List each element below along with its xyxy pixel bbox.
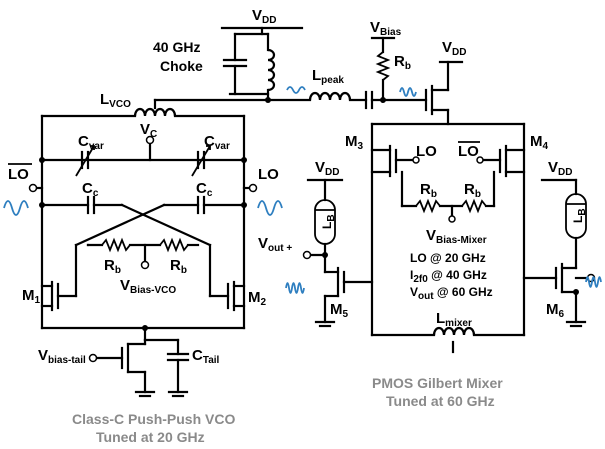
rb-top-label: Rb — [394, 53, 411, 72]
output-buffer-left — [302, 178, 374, 328]
m6-label: M6 — [546, 301, 565, 320]
vbias-top-label: VBias — [370, 19, 402, 38]
vco-top-rail — [153, 98, 312, 110]
vc-label: VC — [140, 121, 157, 140]
output-buffer-right — [522, 178, 596, 328]
waveform-lo-left — [3, 200, 29, 216]
m5-label: M5 — [330, 301, 349, 320]
waveform-m-bias — [399, 87, 417, 97]
rb-mixer-right-label: Rb — [464, 181, 481, 200]
rb-vco-left-label: Rb — [104, 257, 121, 276]
lo-m3-label: LO — [416, 143, 437, 160]
waveform-m6-out — [585, 276, 602, 288]
vco-tank — [28, 107, 258, 398]
mixer-caption-line1: PMOS Gilbert Mixer — [372, 375, 503, 391]
waveform-lo-right — [257, 200, 283, 216]
mixer-tail-pmos — [424, 60, 464, 126]
cc-left-label: Cc — [82, 180, 99, 199]
rb-mixer-left-label: Rb — [420, 181, 437, 200]
lpeak-inductor — [308, 90, 428, 110]
cvar-right-label: Cvar — [204, 133, 230, 152]
lmixer-label: Lmixer — [436, 310, 472, 329]
vdd-mixer-label: VDD — [442, 39, 466, 58]
vco-caption-line1: Class-C Push-Push VCO — [72, 411, 235, 427]
lvco-label: LVCO — [100, 91, 131, 110]
choke-label-line1: 40 GHz — [153, 39, 200, 55]
m3-label: M3 — [345, 133, 364, 152]
vdd-choke-network — [220, 26, 304, 103]
vdd-right-buffer-label: VDD — [548, 159, 572, 178]
rb-vco-right-label: Rb — [170, 257, 187, 276]
freq-vout-label: Vout @ 60 GHz — [410, 285, 493, 302]
mixer-caption-line2: Tuned at 60 GHz — [386, 393, 495, 409]
vbias-vco-label: VBias-VCO — [120, 277, 176, 296]
lo-bar-m4-label: LO — [458, 141, 480, 160]
lb-right-label: LB — [571, 208, 588, 223]
svg-text:LO: LO — [458, 143, 479, 160]
waveform-vout — [285, 282, 305, 294]
choke-label-line2: Choke — [160, 58, 203, 74]
lo-right-label: LO — [258, 166, 279, 183]
cvar-left-label: Cvar — [78, 133, 104, 152]
vbias-top-resistor — [370, 36, 396, 103]
ctail-label: CTail — [192, 347, 220, 366]
vbias-mixer-label: VBias-Mixer — [426, 227, 487, 246]
vout-plus-label: Vout + — [258, 235, 292, 254]
waveform-lpeak — [286, 86, 306, 94]
lo-bar-left-label: LO — [8, 163, 32, 183]
cc-right-label: Cc — [196, 180, 213, 199]
freq-i2f0-label: I2f0 @ 40 GHz — [410, 268, 487, 285]
vbias-tail-label: Vbias-tail — [38, 347, 86, 366]
m4-label: M4 — [530, 133, 549, 152]
freq-lo-label: LO @ 20 GHz — [410, 251, 486, 265]
m2-label: M2 — [248, 289, 267, 308]
lb-left-label: LB — [320, 214, 337, 229]
vdd-top-label: VDD — [252, 7, 276, 26]
vco-caption-line2: Tuned at 20 GHz — [96, 429, 205, 445]
gilbert-mixer — [370, 122, 526, 354]
m1-label: M1 — [22, 287, 41, 306]
lpeak-label: Lpeak — [312, 67, 344, 86]
svg-text:LO: LO — [8, 166, 29, 183]
vdd-left-buffer-label: VDD — [315, 159, 339, 178]
